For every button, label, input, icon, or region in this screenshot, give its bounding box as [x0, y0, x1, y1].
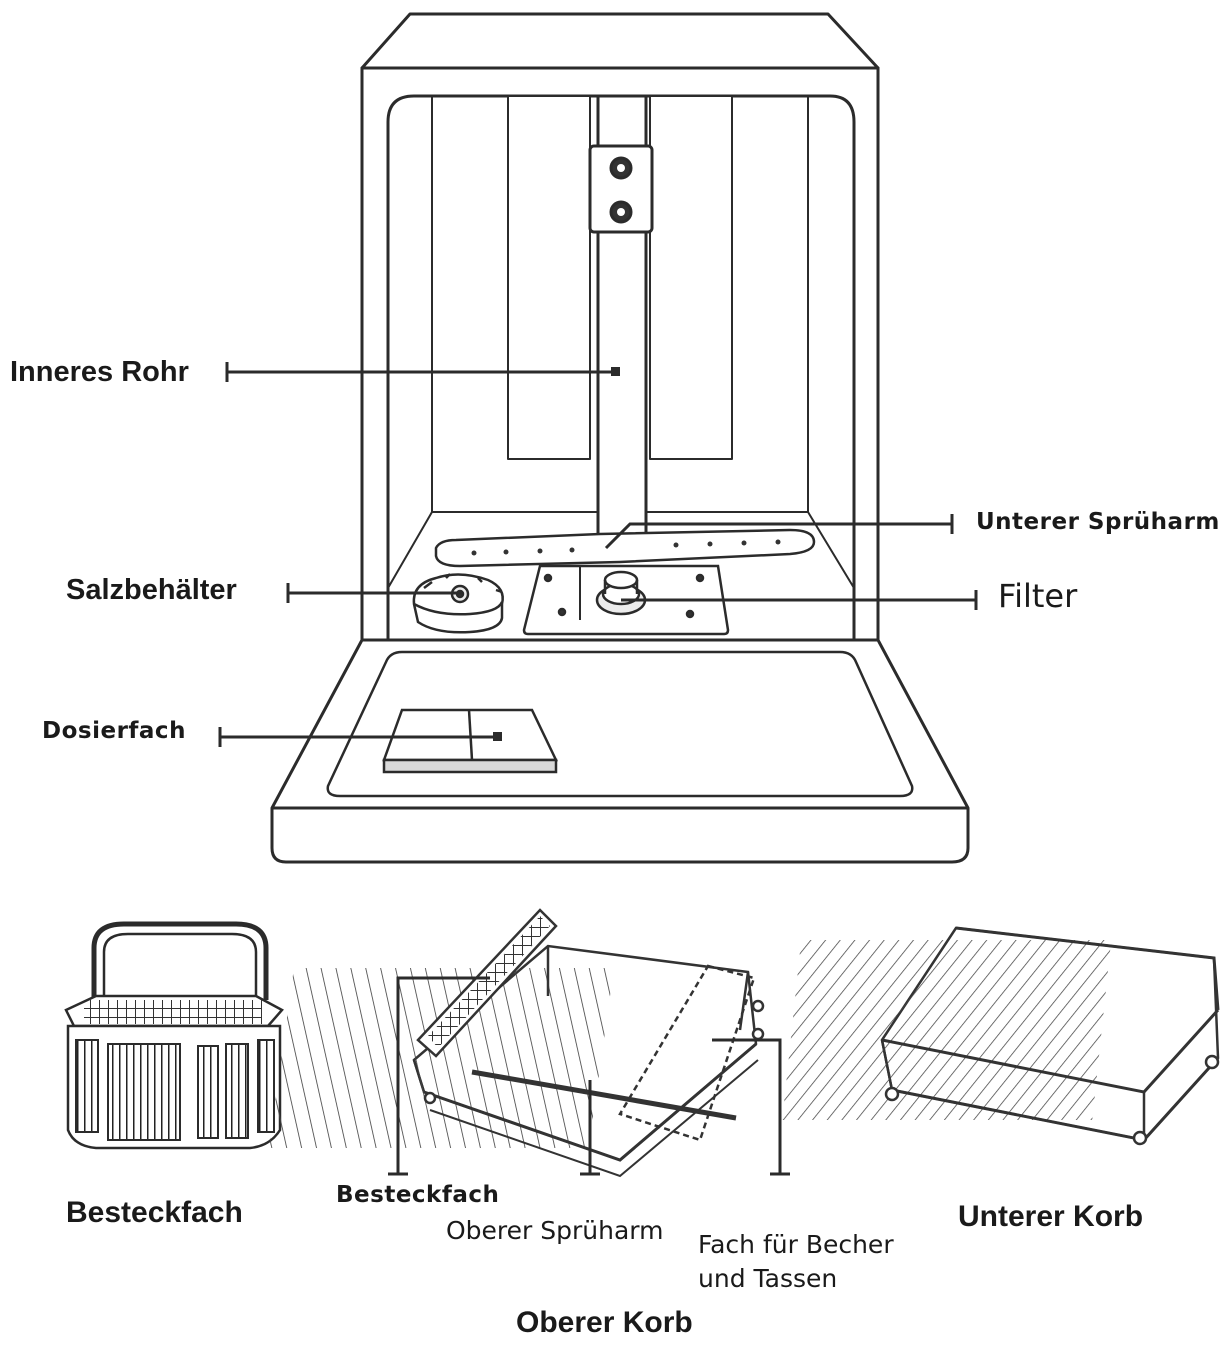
- leader-lines: [218, 362, 978, 747]
- inner-pipe: [588, 94, 654, 548]
- upper-basket: [268, 908, 765, 1178]
- label-filter: Filter: [998, 577, 1078, 615]
- caption-lower-basket: Unterer Korb: [958, 1200, 1144, 1233]
- upper-basket-leaders: [388, 976, 790, 1176]
- caption-upper-basket: Oberer Korb: [516, 1306, 693, 1339]
- label-cutlery-tray: Besteckfach: [336, 1182, 500, 1208]
- cutlery-basket: [64, 921, 284, 1150]
- label-inner-pipe: Inneres Rohr: [10, 356, 189, 388]
- label-salt-container: Salzbehälter: [66, 574, 237, 606]
- label-cup-shelf-line1: Fach für Becher: [698, 1230, 894, 1259]
- label-lower-spray-arm: Unterer Sprüharm: [976, 509, 1220, 535]
- dishwasher-door: [270, 638, 970, 864]
- lower-basket: [782, 926, 1220, 1146]
- caption-cutlery-basket: Besteckfach: [66, 1196, 243, 1229]
- label-detergent-dispenser: Dosierfach: [42, 718, 186, 744]
- label-upper-spray-arm: Oberer Sprüharm: [446, 1216, 664, 1245]
- detergent-dispenser: [382, 708, 558, 774]
- salt-container: [412, 573, 504, 634]
- lower-spray-arm: [434, 528, 816, 568]
- label-cup-shelf-line2: und Tassen: [698, 1264, 838, 1293]
